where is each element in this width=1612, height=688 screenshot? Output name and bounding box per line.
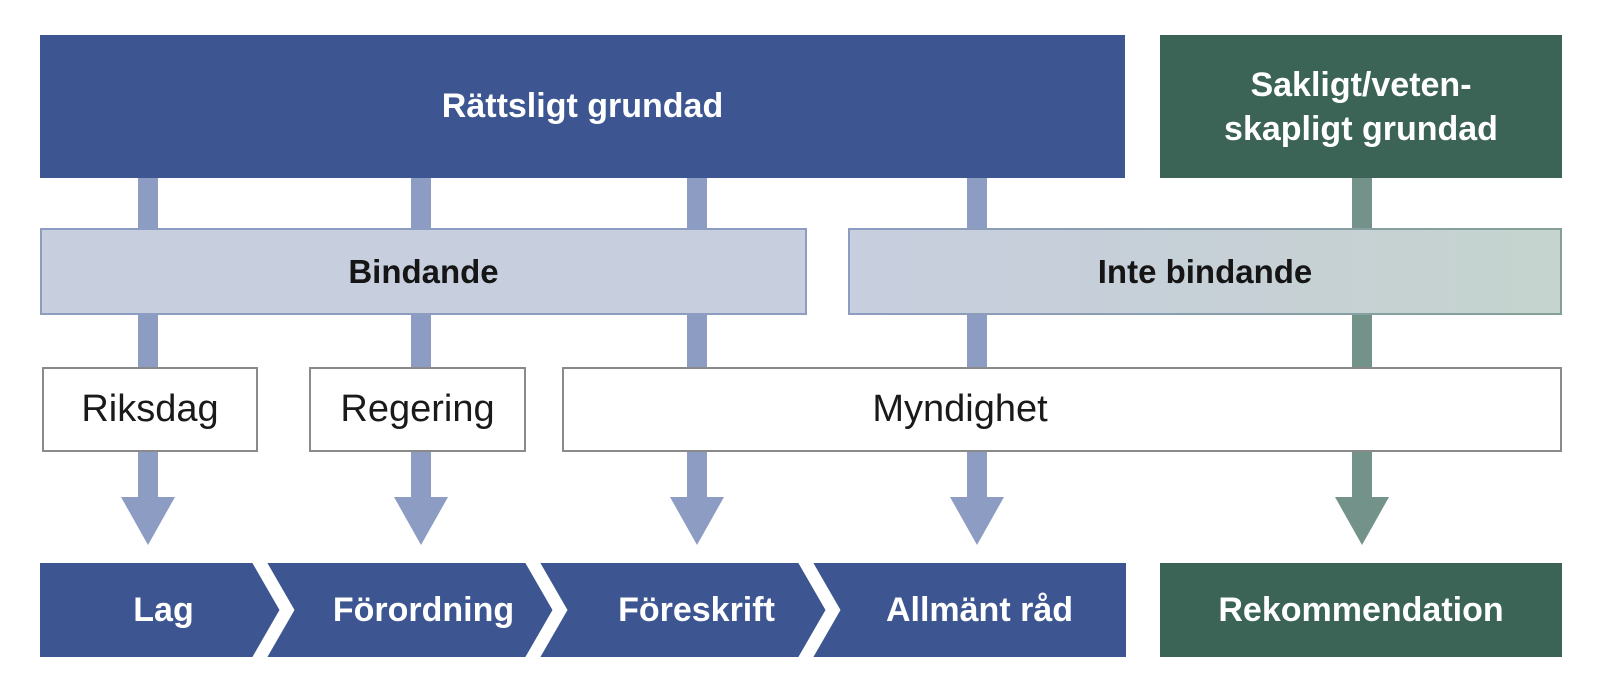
riksdag-label: Riksdag [81, 388, 219, 430]
myndighet-label: Myndighet [872, 388, 1048, 430]
riksdag-box: Riksdag [42, 367, 258, 452]
not-binding-label: Inte bindande [1097, 252, 1313, 290]
chevron-label-lag: Lag [133, 591, 194, 629]
recommendation-label: Rekommendation [1218, 590, 1504, 629]
recommendation-box: Rekommendation [1160, 563, 1562, 657]
chevron-label-forordning: Förordning [332, 591, 515, 629]
myndighet-box: Myndighet [562, 367, 1562, 452]
scientific-basis-label-line2: skapligt grundad [1224, 109, 1498, 148]
scientific-basis-label-line1: Sakligt/veten- [1250, 65, 1472, 104]
scientific-basis-box: Sakligt/veten- skapligt grundad [1160, 35, 1562, 178]
chevron-bar [40, 563, 1126, 657]
chevron-label-allmant-rad: Allmänt råd [885, 591, 1074, 629]
regering-label: Regering [340, 388, 495, 430]
chevron-separator-icon [525, 563, 568, 657]
regering-box: Regering [309, 367, 526, 452]
chevron-separator-icon [252, 563, 295, 657]
legal-basis-label: Rättsligt grundad [441, 87, 724, 125]
chevron-label-foreskrift: Föreskrift [618, 591, 775, 629]
legal-basis-box: Rättsligt grundad [40, 35, 1125, 178]
chevron-separator-icon [798, 563, 841, 657]
binding-box: Bindande [40, 228, 807, 315]
binding-label: Bindande [348, 252, 499, 290]
not-binding-box: Inte bindande [848, 228, 1562, 315]
